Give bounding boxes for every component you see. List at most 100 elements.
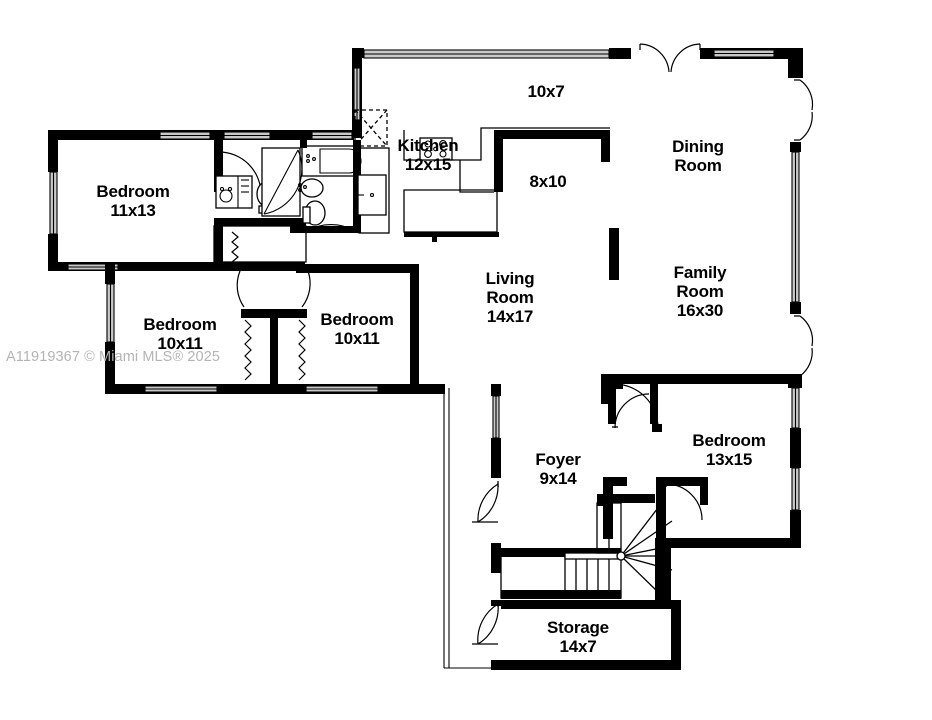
wall-segment (700, 477, 708, 505)
burner (439, 140, 447, 148)
wall-segment (650, 384, 658, 424)
winder-tread (620, 520, 673, 557)
wall-segment (48, 234, 58, 270)
shower-door (263, 149, 299, 215)
stair-run (500, 552, 622, 599)
door-swing (236, 270, 245, 308)
wall-segment (501, 600, 509, 609)
wall-segment (597, 494, 655, 503)
wall-segment (656, 477, 706, 486)
faucet (303, 185, 307, 189)
door-swing (477, 483, 499, 523)
bifold-door (244, 319, 252, 381)
wall-segment (608, 384, 616, 424)
door-swing (670, 43, 701, 73)
wall-segment (491, 660, 681, 670)
wall-segment (656, 477, 666, 539)
door-swing (477, 483, 499, 523)
winder-tread (620, 555, 673, 571)
winder-tread (620, 544, 677, 557)
burner (424, 150, 432, 158)
wall-segment (494, 130, 503, 192)
counter-island (403, 189, 498, 233)
wall-segment (501, 600, 681, 609)
burner (439, 150, 447, 158)
closet-knob (369, 192, 375, 198)
faucet (312, 157, 316, 161)
wall-segment (353, 140, 361, 233)
north-wall-group (352, 43, 803, 78)
bifold-door (231, 231, 239, 268)
wall-segment (597, 494, 606, 506)
room-label-bedroom-13x15: Bedroom 13x15 (692, 431, 766, 470)
room-label-bedroom-10x11-a: Bedroom 10x11 (143, 315, 217, 354)
room-label-storage: Storage 14x7 (547, 618, 609, 657)
room-label-living-room: Living Room 14x17 (485, 269, 535, 327)
wall-segment (603, 477, 613, 539)
wall-segment (491, 384, 501, 396)
wall-segment (214, 218, 306, 226)
hatch-cross (354, 109, 388, 147)
west-wing-group (48, 130, 445, 394)
wall-segment (652, 424, 662, 432)
winder-newel (616, 551, 626, 561)
bifold-door (298, 319, 306, 381)
wall-corner (788, 48, 803, 78)
wall-segment (296, 264, 418, 273)
wall-segment (48, 130, 58, 172)
wall-segment (270, 309, 278, 387)
wall-segment (410, 264, 419, 390)
wall-segment (671, 600, 681, 670)
room-label-area-10x7: 10x7 (527, 82, 565, 101)
faucet (306, 159, 310, 163)
burner (433, 146, 438, 152)
south-section-group (443, 374, 801, 670)
door-swing (306, 224, 356, 232)
wall-segment (655, 538, 671, 600)
wall-segment (214, 140, 223, 192)
fixture-detail (219, 189, 233, 203)
door-swing (614, 393, 650, 429)
counter-edge (404, 232, 499, 237)
faucet (298, 183, 302, 187)
faucet (298, 188, 302, 192)
door-swing (794, 79, 814, 111)
wall-segment (790, 428, 801, 468)
shower-door-arc (263, 149, 303, 215)
wall-segment (48, 262, 223, 271)
fixture-detail (219, 186, 225, 192)
winder-tread (620, 503, 662, 557)
wall-segment (300, 140, 307, 148)
burner (424, 140, 432, 148)
utility-group (352, 48, 390, 234)
wall-segment (790, 302, 801, 314)
wall-segment (491, 543, 501, 573)
wall-segment (601, 374, 801, 384)
stair-rail (564, 552, 622, 560)
door-swing (794, 315, 814, 347)
room-label-area-8x10: 8x10 (529, 172, 567, 191)
wall-segment (491, 600, 501, 606)
wall-segment (790, 510, 801, 548)
door-swing (477, 603, 499, 645)
wall-segment (105, 342, 115, 392)
bathtub-fixture (301, 145, 359, 177)
wall-segment (214, 218, 223, 270)
wall-segment (105, 384, 445, 394)
kitchen-group (403, 127, 610, 242)
door-swing (665, 483, 703, 521)
column (609, 228, 619, 280)
wall-segment (105, 262, 115, 284)
staircase-group (500, 494, 677, 599)
counter-outline (403, 127, 610, 161)
door-swing (794, 111, 813, 141)
wall-segment (790, 142, 801, 152)
room-label-bedroom-11x13: Bedroom 11x13 (96, 182, 170, 221)
room-label-bedroom-10x11-b: Bedroom 10x11 (320, 310, 394, 349)
cooktop-range (419, 137, 453, 161)
stair-winders (616, 503, 677, 595)
room-label-kitchen: Kitchen 12x15 (397, 136, 459, 175)
room-label-foyer: Foyer 9x14 (535, 450, 581, 489)
